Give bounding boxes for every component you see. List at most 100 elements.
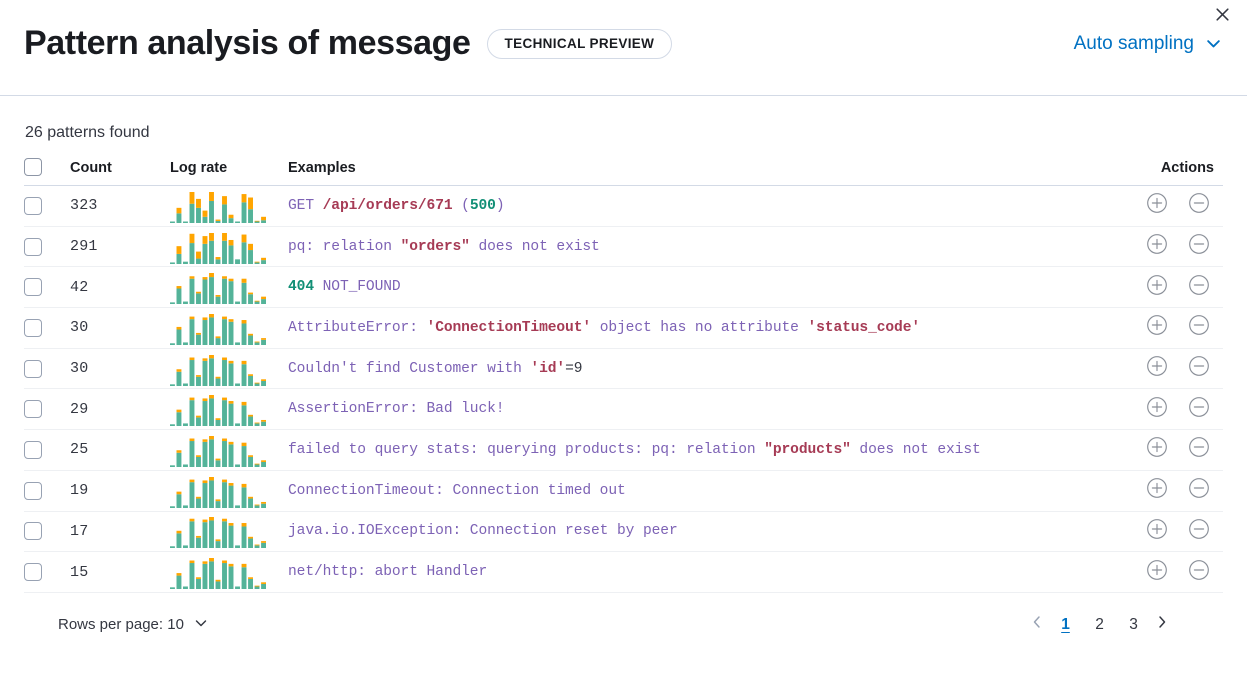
- log-rate-cell: [170, 552, 288, 593]
- row-checkbox[interactable]: [24, 318, 42, 337]
- row-actions: [1108, 308, 1223, 349]
- page-header: Pattern analysis of message TECHNICAL PR…: [0, 0, 1247, 96]
- filter-out-value-button[interactable]: [1184, 232, 1214, 262]
- row-select-cell: [24, 308, 70, 349]
- row-checkbox[interactable]: [24, 278, 42, 297]
- count-value: 15: [70, 563, 89, 581]
- plus-circle-icon: [1146, 274, 1168, 301]
- filter-out-value-button[interactable]: [1184, 354, 1214, 384]
- filter-out-value-button[interactable]: [1184, 516, 1214, 546]
- filter-for-value-button[interactable]: [1142, 272, 1172, 302]
- count-value: 19: [70, 482, 89, 500]
- row-select-cell: [24, 389, 70, 430]
- plus-circle-icon: [1146, 559, 1168, 586]
- log-rate-sparkline: [170, 395, 266, 427]
- log-rate-cell: [170, 511, 288, 552]
- plus-circle-icon: [1146, 192, 1168, 219]
- log-rate-sparkline: [170, 313, 266, 345]
- select-all-checkbox[interactable]: [24, 158, 42, 176]
- log-rate-sparkline: [170, 354, 266, 386]
- filter-for-value-button[interactable]: [1142, 232, 1172, 262]
- plus-circle-icon: [1146, 396, 1168, 423]
- pagination-next-button[interactable]: [1154, 614, 1170, 635]
- pagination: 1 2 3: [1029, 611, 1199, 639]
- column-header-log-rate[interactable]: Log rate: [170, 160, 228, 176]
- row-actions: [1108, 470, 1223, 511]
- column-header-count[interactable]: Count: [70, 160, 112, 176]
- minus-circle-icon: [1188, 233, 1210, 260]
- filter-out-value-button[interactable]: [1184, 394, 1214, 424]
- table-row[interactable]: 42 404 NOT_FOUND: [24, 267, 1223, 308]
- table-footer: Rows per page: 10 1 2 3: [24, 593, 1223, 639]
- pagination-page-3[interactable]: 3: [1129, 615, 1138, 633]
- minus-circle-icon: [1188, 518, 1210, 545]
- log-rate-cell: [170, 430, 288, 471]
- filter-for-value-button[interactable]: [1142, 394, 1172, 424]
- count-value: 323: [70, 197, 98, 215]
- row-checkbox[interactable]: [24, 196, 42, 215]
- filter-for-value-button[interactable]: [1142, 435, 1172, 465]
- filter-out-value-button[interactable]: [1184, 191, 1214, 221]
- filter-for-value-button[interactable]: [1142, 191, 1172, 221]
- patterns-panel: 26 patterns found Count Log rate Example…: [0, 96, 1247, 639]
- count-value: 42: [70, 278, 89, 296]
- rows-per-page-selector[interactable]: Rows per page: 10: [58, 615, 209, 635]
- status-badge: TECHNICAL PREVIEW: [486, 28, 673, 59]
- row-actions: [1108, 226, 1223, 267]
- filter-for-value-button[interactable]: [1142, 516, 1172, 546]
- row-checkbox[interactable]: [24, 481, 42, 500]
- filter-for-value-button[interactable]: [1142, 557, 1172, 587]
- pagination-prev-button[interactable]: [1029, 614, 1045, 635]
- example-message: 404 NOT_FOUND: [288, 279, 401, 296]
- column-header-examples[interactable]: Examples: [288, 160, 356, 176]
- plus-circle-icon: [1146, 518, 1168, 545]
- row-select-cell: [24, 267, 70, 308]
- row-checkbox[interactable]: [24, 237, 42, 256]
- row-select-cell: [24, 348, 70, 389]
- row-checkbox[interactable]: [24, 400, 42, 419]
- log-rate-cell: [170, 470, 288, 511]
- pagination-page-2[interactable]: 2: [1095, 615, 1104, 633]
- plus-circle-icon: [1146, 355, 1168, 382]
- row-checkbox[interactable]: [24, 522, 42, 541]
- example-message: failed to query stats: querying products…: [288, 441, 981, 458]
- row-select-cell: [24, 552, 70, 593]
- row-select-cell: [24, 430, 70, 471]
- minus-circle-icon: [1188, 355, 1210, 382]
- page-title: Pattern analysis of message: [24, 24, 471, 62]
- patterns-found-count: 26 patterns found: [25, 124, 150, 141]
- close-button[interactable]: [1209, 4, 1235, 30]
- filter-for-value-button[interactable]: [1142, 313, 1172, 343]
- example-message: AssertionError: Bad luck!: [288, 401, 505, 418]
- count-value: 291: [70, 238, 98, 256]
- row-checkbox[interactable]: [24, 563, 42, 582]
- example-message: Couldn't find Customer with 'id'=9: [288, 360, 583, 377]
- filter-out-value-button[interactable]: [1184, 435, 1214, 465]
- table-row[interactable]: 29 AssertionError: Bad luck!: [24, 389, 1223, 430]
- log-rate-cell: [170, 348, 288, 389]
- row-checkbox[interactable]: [24, 440, 42, 459]
- auto-sampling-dropdown[interactable]: Auto sampling: [1074, 33, 1223, 55]
- count-value: 29: [70, 400, 89, 418]
- filter-out-value-button[interactable]: [1184, 476, 1214, 506]
- pagination-page-1[interactable]: 1: [1061, 615, 1070, 633]
- count-value: 30: [70, 319, 89, 337]
- filter-for-value-button[interactable]: [1142, 354, 1172, 384]
- filter-out-value-button[interactable]: [1184, 557, 1214, 587]
- filter-out-value-button[interactable]: [1184, 272, 1214, 302]
- filter-out-value-button[interactable]: [1184, 313, 1214, 343]
- minus-circle-icon: [1188, 396, 1210, 423]
- row-checkbox[interactable]: [24, 359, 42, 378]
- row-actions: [1108, 511, 1223, 552]
- filter-for-value-button[interactable]: [1142, 476, 1172, 506]
